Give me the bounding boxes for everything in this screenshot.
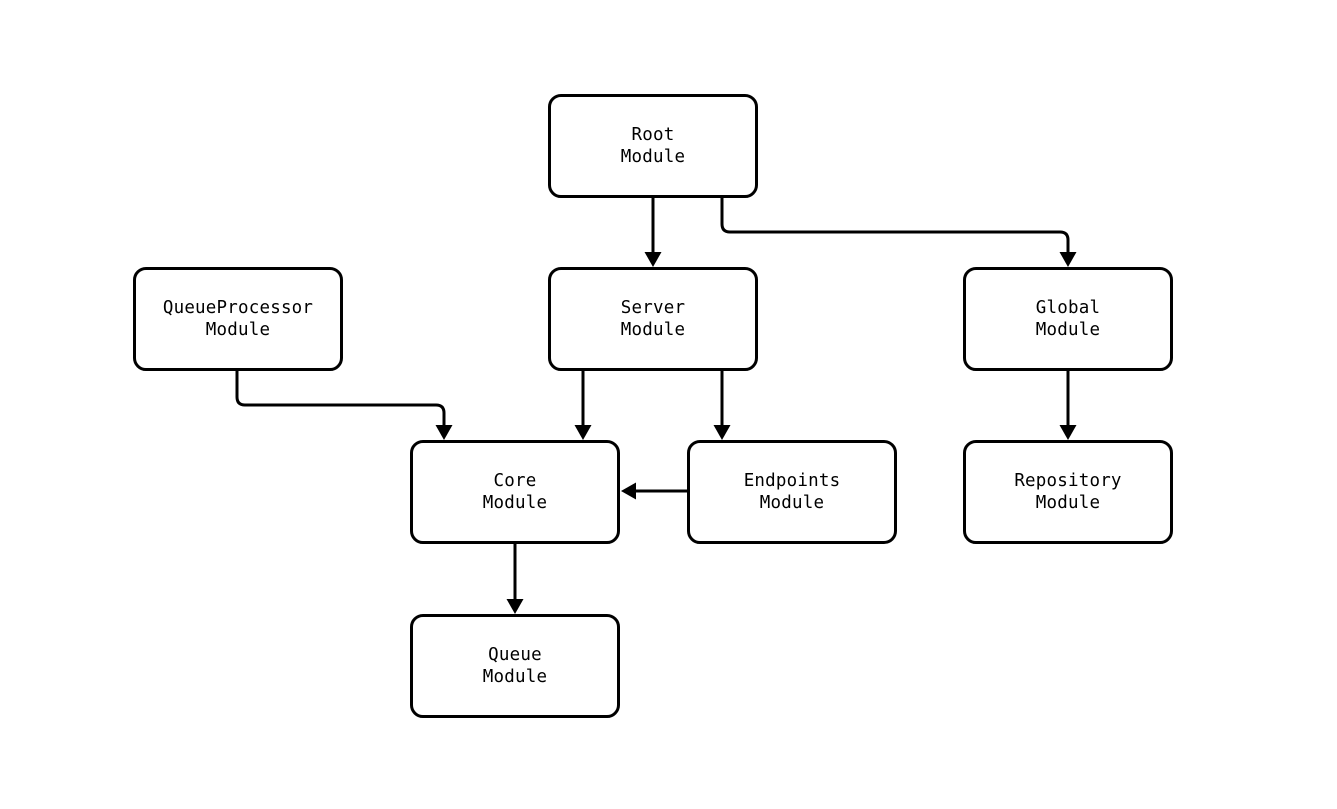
node-label-suffix: Module [1035, 320, 1101, 340]
node-label-suffix: Module [620, 320, 686, 340]
node-label-name: Global [1035, 298, 1101, 318]
node-label-suffix: Module [482, 667, 548, 687]
edge-queueprocessor-to-core [235, 371, 446, 425]
arrowhead-server-to-endpoints [713, 425, 731, 440]
node-label-name: Repository [1014, 471, 1122, 491]
node-label-suffix: Module [482, 493, 548, 513]
node-label-suffix: Module [205, 320, 271, 340]
arrowhead-global-to-repository [1059, 425, 1077, 440]
node-label-suffix: Module [759, 493, 825, 513]
edge-root-to-global [720, 198, 1070, 252]
arrowhead-root-to-server [644, 252, 662, 267]
node-label-name: Server [620, 298, 686, 318]
node-label-name: QueueProcessor [162, 298, 314, 318]
arrowhead-root-to-global [1059, 252, 1077, 267]
arrowhead-queueprocessor-to-core [435, 425, 453, 440]
node-label-suffix: Module [1035, 493, 1101, 513]
arrowhead-server-to-core [574, 425, 592, 440]
node-label-suffix: Module [620, 147, 686, 167]
node-label-name: Endpoints [743, 471, 841, 491]
arrowhead-endpoints-to-core [621, 482, 636, 500]
node-label-name: Root [631, 125, 675, 145]
node-label-name: Core [493, 471, 537, 491]
arrowhead-core-to-queue [506, 599, 524, 614]
edges-group [235, 198, 1070, 599]
node-label-name: Queue [488, 645, 542, 665]
